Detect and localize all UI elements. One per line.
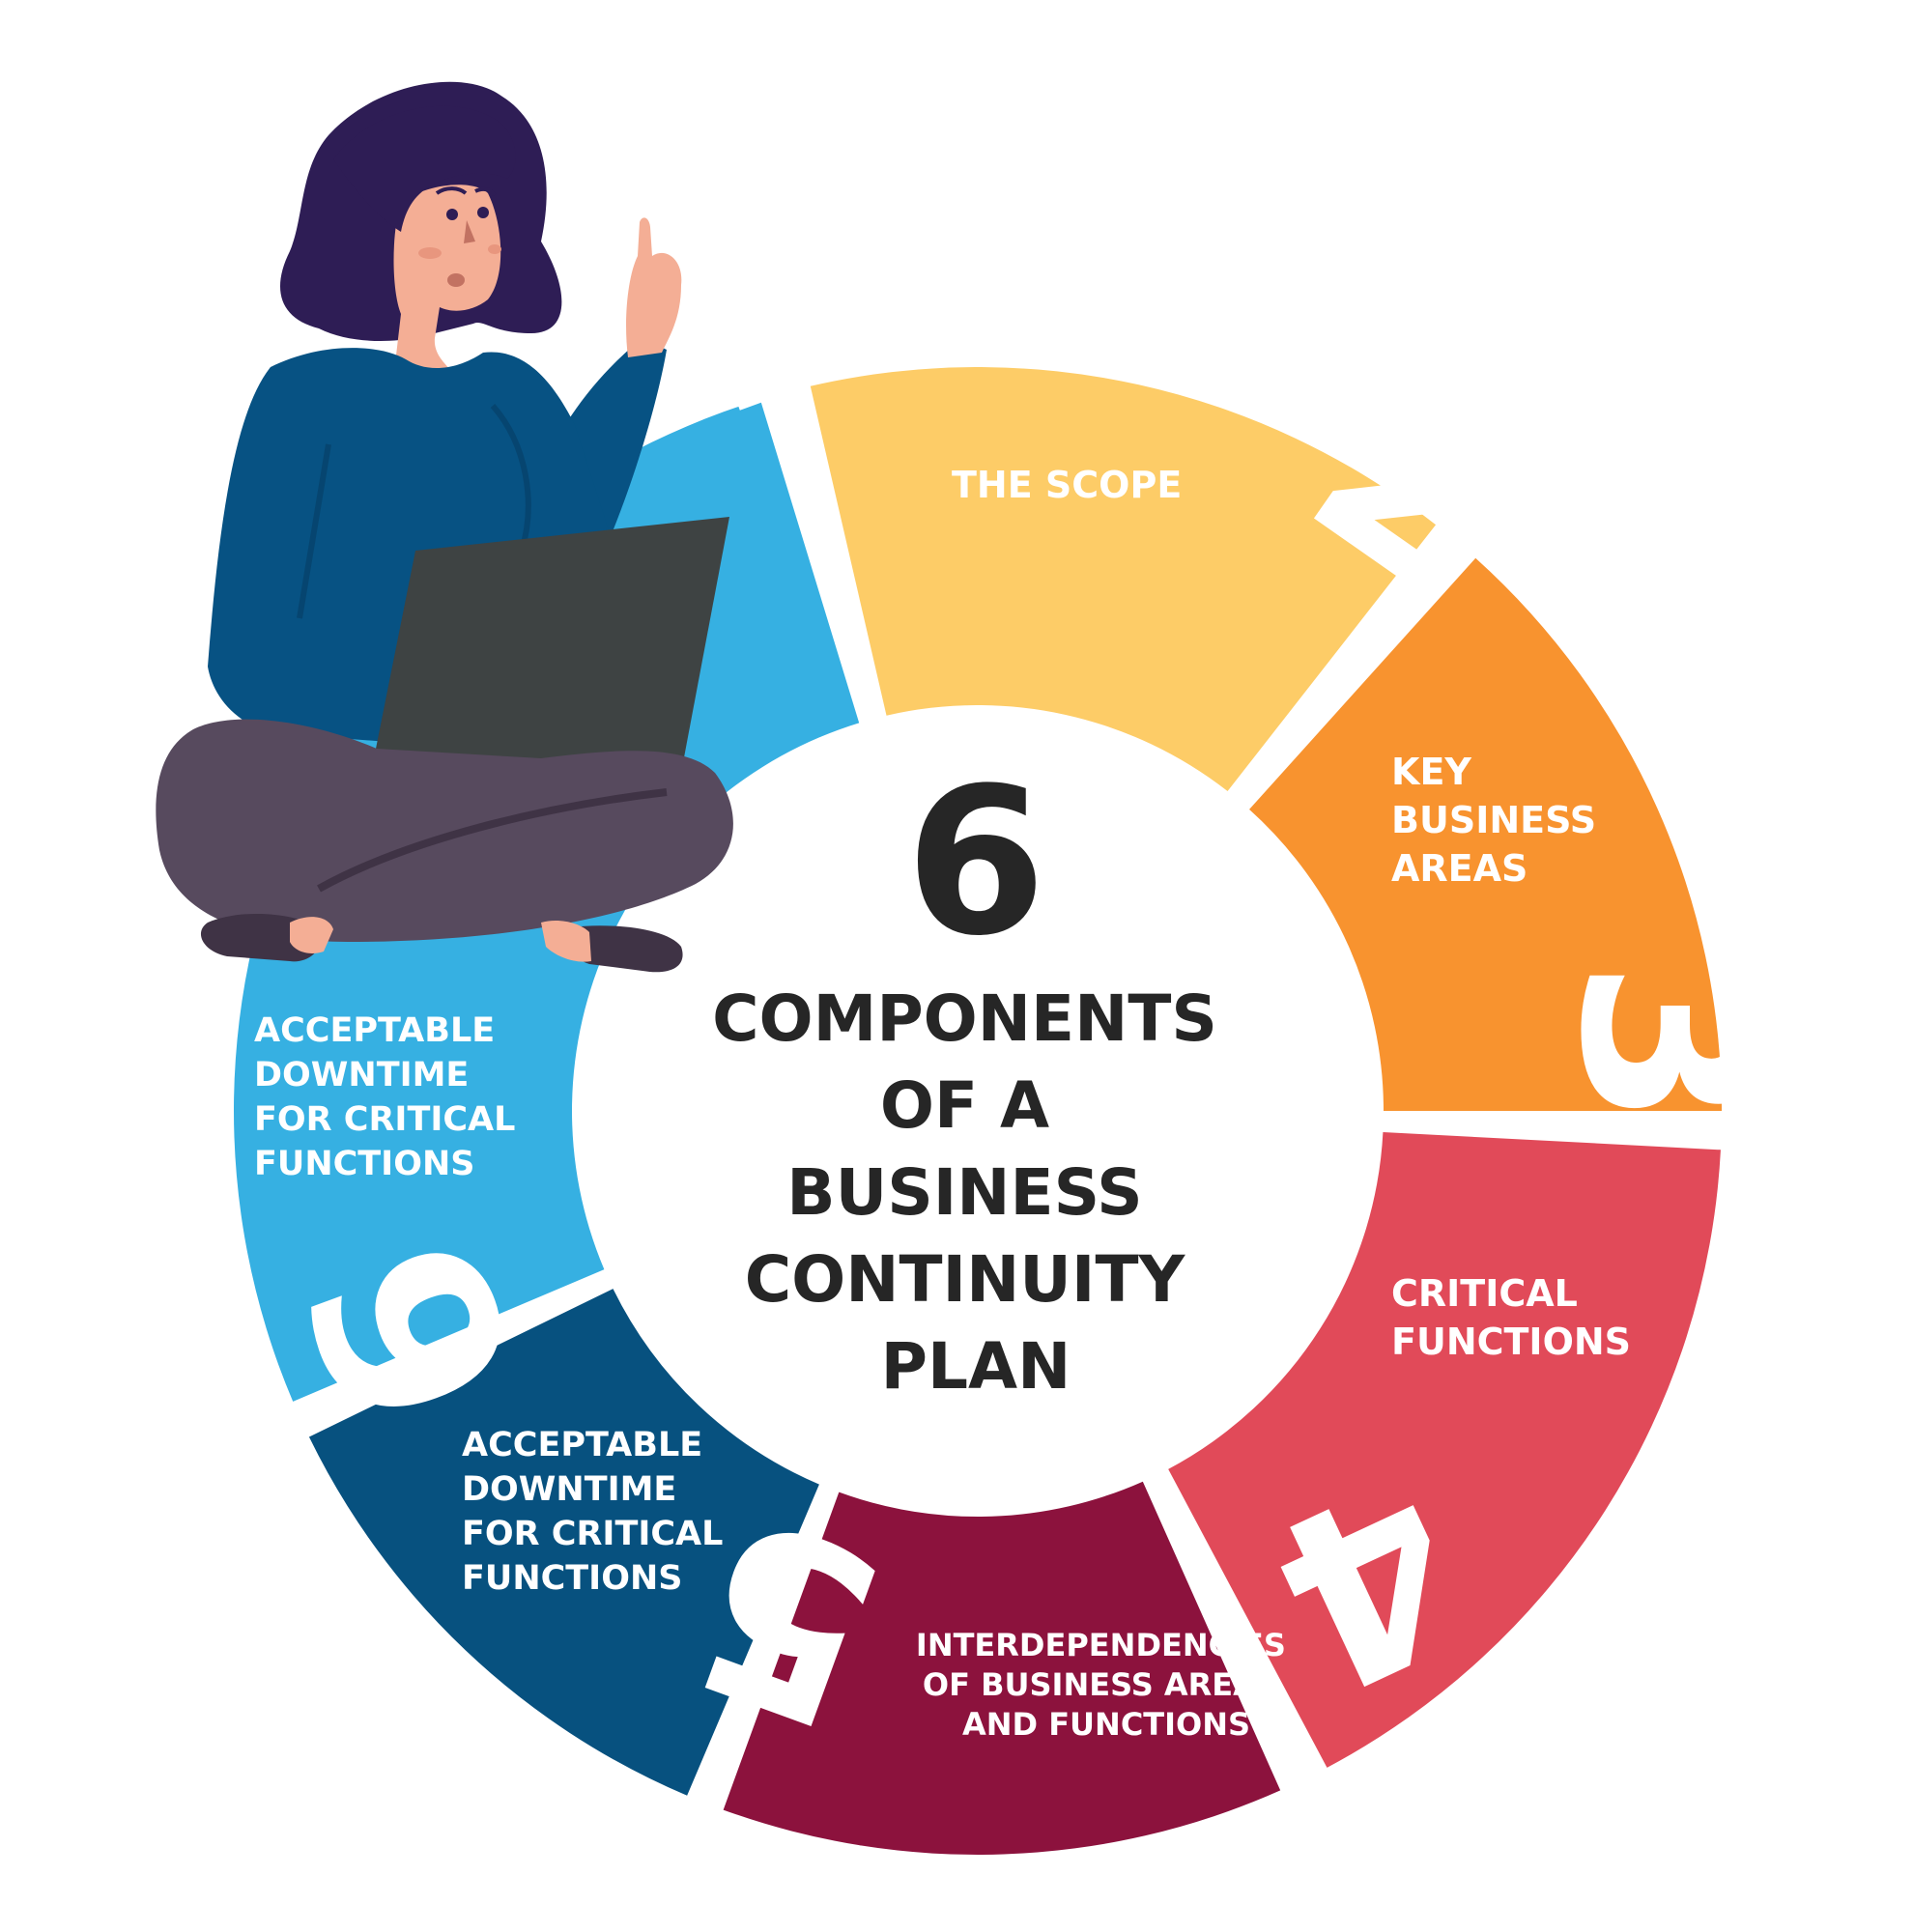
laptop-shape xyxy=(367,517,729,792)
center-title: 6 COMPONENTS OF A BUSINESS CONTINUITY PL… xyxy=(712,744,1240,1404)
sweater-fold xyxy=(490,404,531,552)
raised-hand-shape xyxy=(626,217,682,357)
sweater-fold xyxy=(297,443,331,619)
segment-3-shape xyxy=(1168,1131,1721,1768)
segment-3-label: CRITICAL FUNCTIONS xyxy=(1391,1272,1631,1363)
crossed-legs-shape xyxy=(156,719,733,942)
segment-2-label: KEY BUSINESS AREAS xyxy=(1391,751,1609,890)
segment-5-shape xyxy=(308,1289,819,1796)
right-ankle xyxy=(541,921,591,962)
right-cheek xyxy=(488,244,501,254)
segment-labels: THE SCOPE KEY BUSINESS AREAS CRITICAL FU… xyxy=(254,464,1631,1743)
leg-fold-line xyxy=(317,788,668,893)
segment-4-label: INTERDEPENDENCIES OF BUSINESS AREAS AND … xyxy=(916,1627,1297,1743)
face-shape xyxy=(393,185,501,387)
right-foot-shape xyxy=(565,925,683,973)
left-ankle xyxy=(290,917,333,953)
segment-5-label: ACCEPTABLE DOWNTIME FOR CRITICAL FUNCTIO… xyxy=(462,1426,735,1598)
left-cheek xyxy=(418,247,442,259)
segment-2-shape xyxy=(1249,557,1722,1111)
right-eye xyxy=(477,207,489,218)
segment-1-shape xyxy=(810,366,1437,792)
right-eyebrow xyxy=(474,186,497,197)
segment-6-label: ACCEPTABLE DOWNTIME FOR CRITICAL FUNCTIO… xyxy=(254,1011,528,1183)
segment-1-label: THE SCOPE xyxy=(952,464,1182,506)
center-title-text: COMPONENTS OF A BUSINESS CONTINUITY PLAN xyxy=(712,981,1240,1404)
woman-with-laptop-illustration xyxy=(156,81,733,973)
left-eye xyxy=(446,209,458,220)
mouth xyxy=(447,273,465,287)
center-number: 6 xyxy=(905,744,1046,980)
hair-fringe-shape xyxy=(333,105,516,232)
nose xyxy=(464,220,475,243)
segment-4-shape xyxy=(723,1481,1281,1855)
ring xyxy=(233,366,1722,1855)
segment-3-number: 3 xyxy=(1528,959,1809,1127)
left-eyebrow xyxy=(435,186,468,195)
